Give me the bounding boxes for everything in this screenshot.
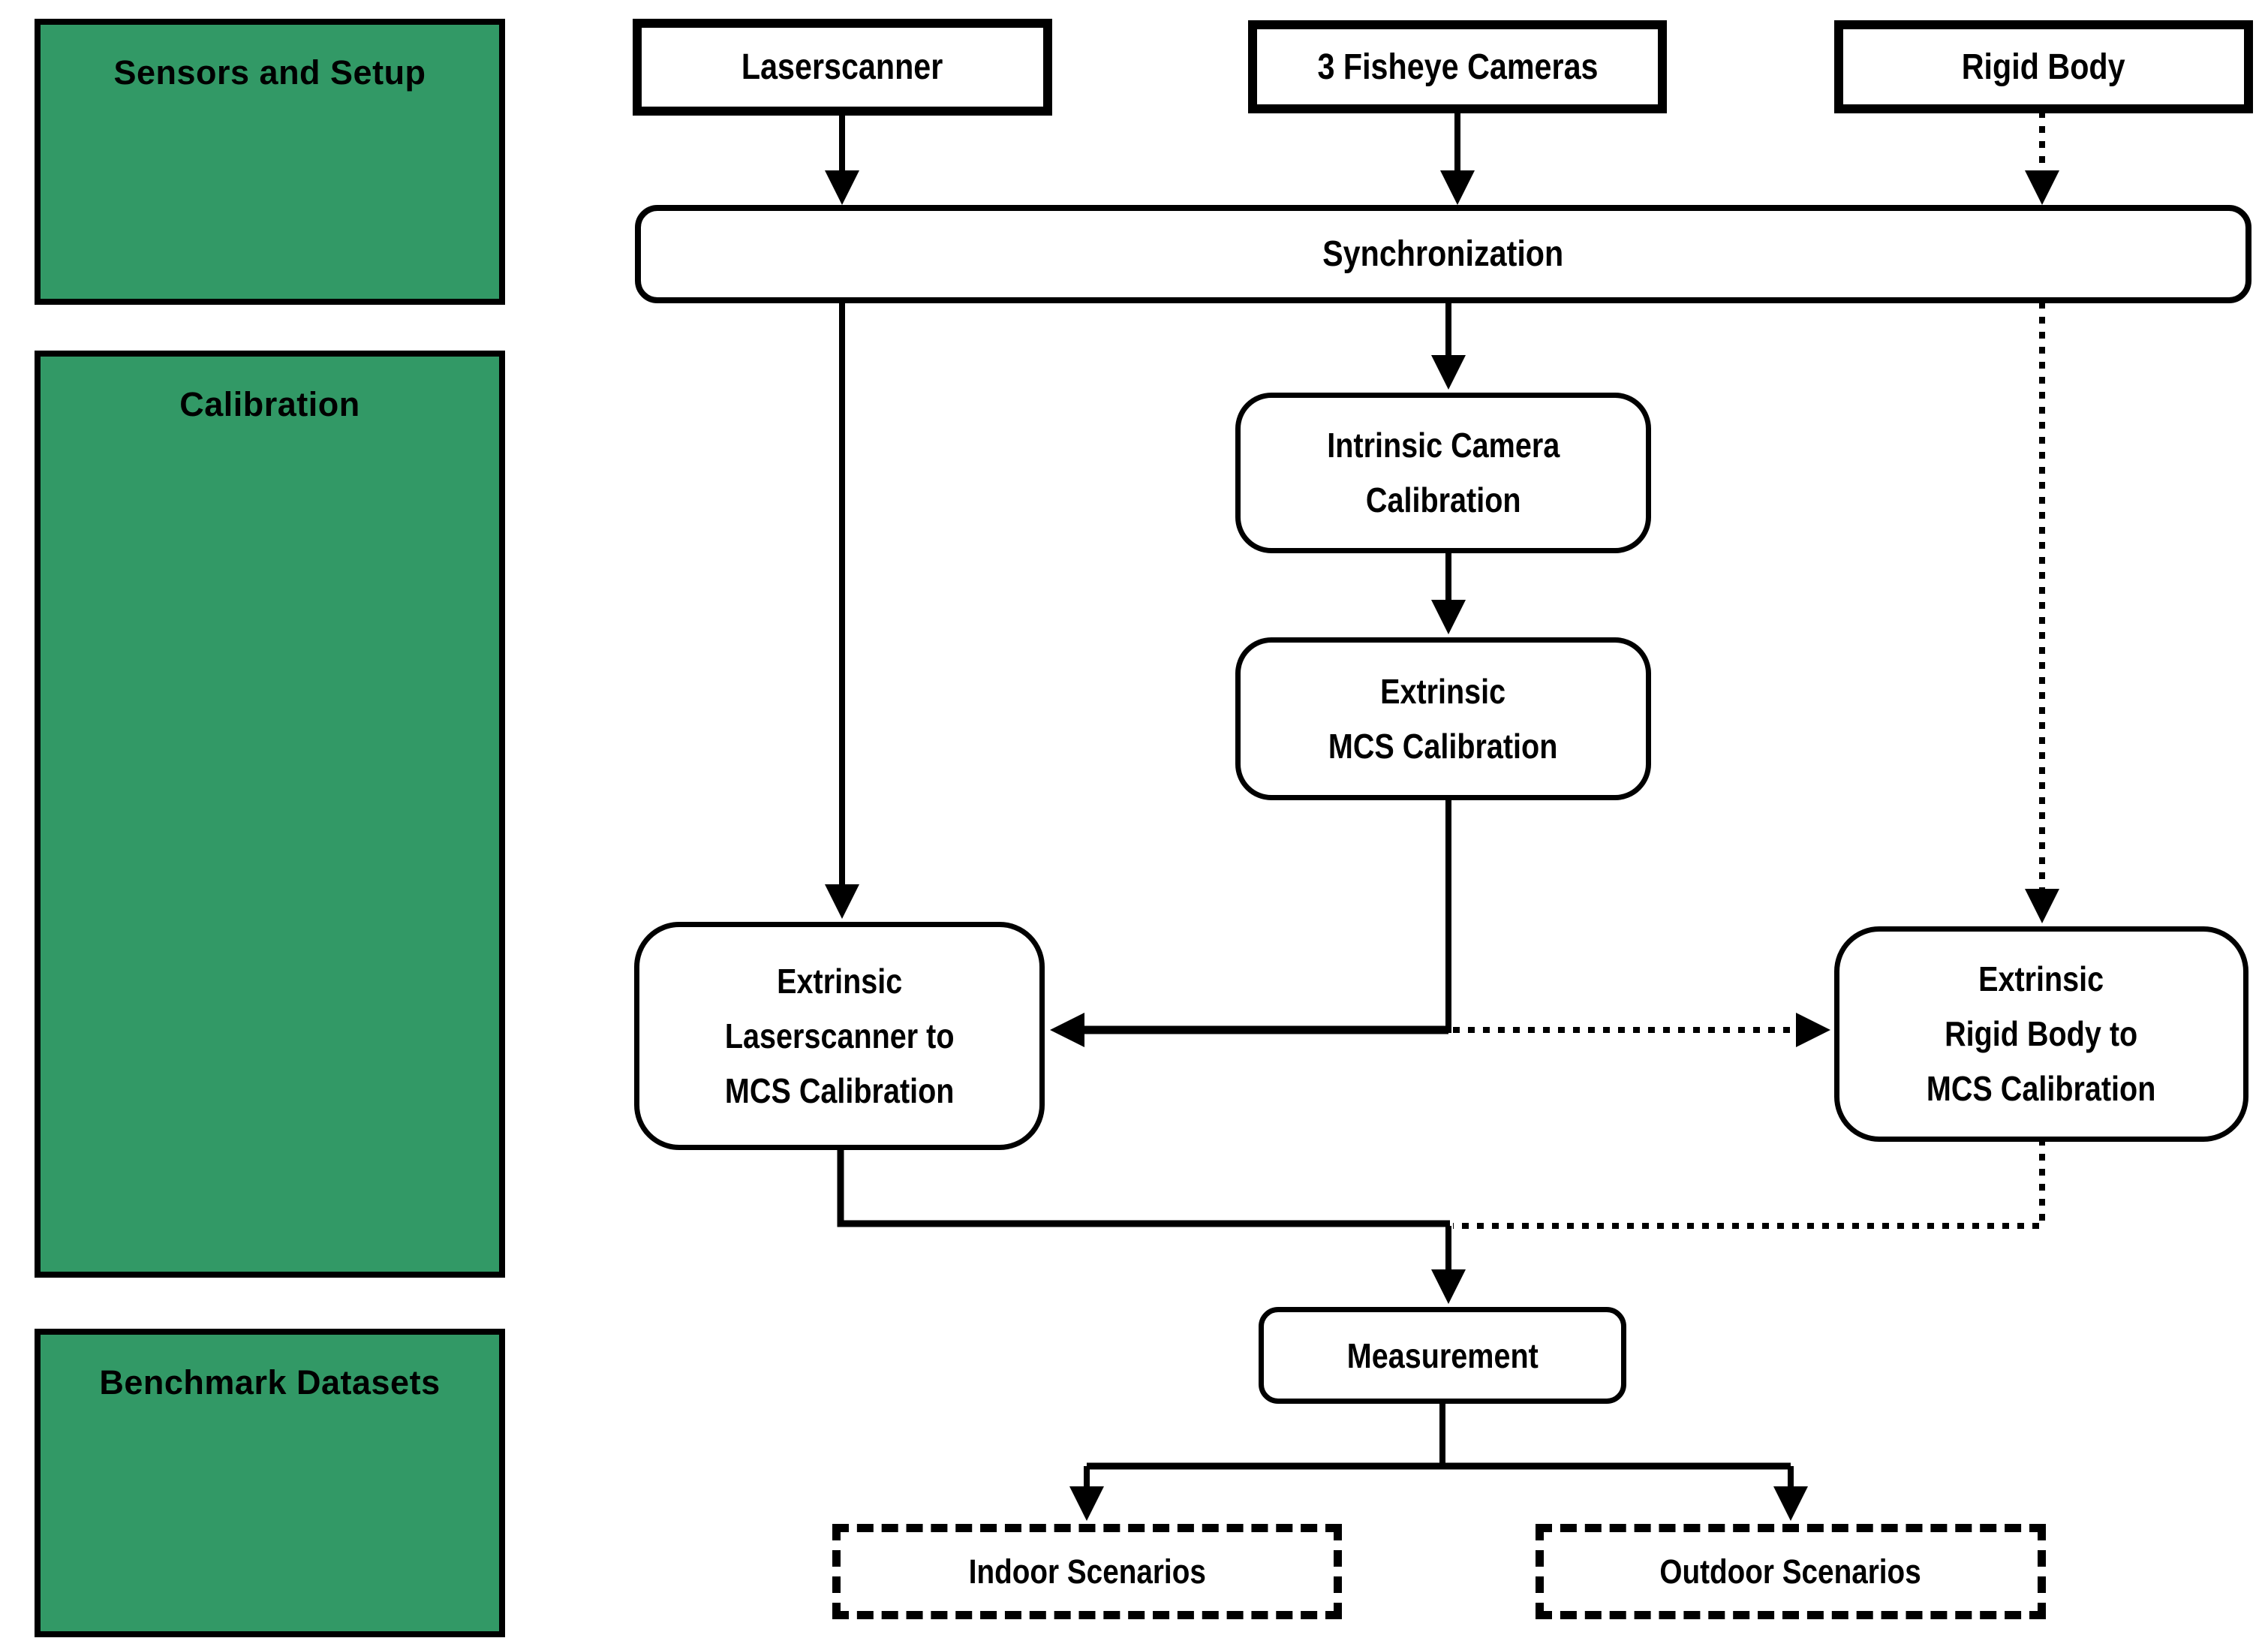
node-laserscanner: Laserscanner bbox=[633, 19, 1052, 116]
node-synchronization-label: Synchronization bbox=[1322, 234, 1564, 274]
node-extrinsic-laserscanner-to-mcs: Extrinsic Laserscanner to MCS Calibratio… bbox=[634, 922, 1045, 1150]
node-rigid-body-label: Rigid Body bbox=[1962, 47, 2125, 87]
node-indoor-scenarios-label: Indoor Scenarios bbox=[968, 1552, 1206, 1591]
node-outdoor-scenarios: Outdoor Scenarios bbox=[1536, 1524, 2046, 1619]
panel-calibration: Calibration bbox=[35, 351, 505, 1278]
edge-extrinsic-laserscanner-to-merge bbox=[837, 1147, 1450, 1227]
panel-calibration-label: Calibration bbox=[179, 385, 360, 423]
node-extrinsic-rigid-body-to-mcs-label: Extrinsic Rigid Body to MCS Calibration bbox=[1927, 959, 2156, 1108]
node-indoor-scenarios: Indoor Scenarios bbox=[832, 1524, 1342, 1619]
node-extrinsic-mcs-calibration: Extrinsic MCS Calibration bbox=[1235, 637, 1651, 800]
panel-benchmark-datasets: Benchmark Datasets bbox=[35, 1329, 505, 1637]
node-intrinsic-camera-calibration-label: Intrinsic Camera Calibration bbox=[1326, 426, 1560, 519]
node-extrinsic-rigid-body-to-mcs: Extrinsic Rigid Body to MCS Calibration bbox=[1834, 926, 2248, 1142]
node-extrinsic-mcs-calibration-label: Extrinsic MCS Calibration bbox=[1328, 671, 1558, 766]
node-measurement: Measurement bbox=[1259, 1307, 1626, 1404]
node-synchronization: Synchronization bbox=[635, 205, 2251, 303]
node-outdoor-scenarios-label: Outdoor Scenarios bbox=[1659, 1552, 1922, 1591]
node-fisheye-cameras-label: 3 Fisheye Cameras bbox=[1316, 47, 1599, 87]
node-intrinsic-camera-calibration: Intrinsic Camera Calibration bbox=[1235, 393, 1651, 553]
node-rigid-body: Rigid Body bbox=[1834, 20, 2253, 113]
panel-benchmark-datasets-label: Benchmark Datasets bbox=[99, 1363, 441, 1402]
node-extrinsic-laserscanner-to-mcs-label: Extrinsic Laserscanner to MCS Calibratio… bbox=[724, 961, 955, 1110]
node-fisheye-cameras: 3 Fisheye Cameras bbox=[1248, 20, 1667, 113]
panel-sensors-and-setup: Sensors and Setup bbox=[35, 19, 505, 305]
edge-extrinsic-rigid-body-to-merge-dotted bbox=[1453, 1139, 2045, 1229]
panel-sensors-and-setup-label: Sensors and Setup bbox=[113, 53, 426, 92]
node-laserscanner-label: Laserscanner bbox=[741, 47, 943, 87]
node-measurement-label: Measurement bbox=[1346, 1335, 1539, 1375]
